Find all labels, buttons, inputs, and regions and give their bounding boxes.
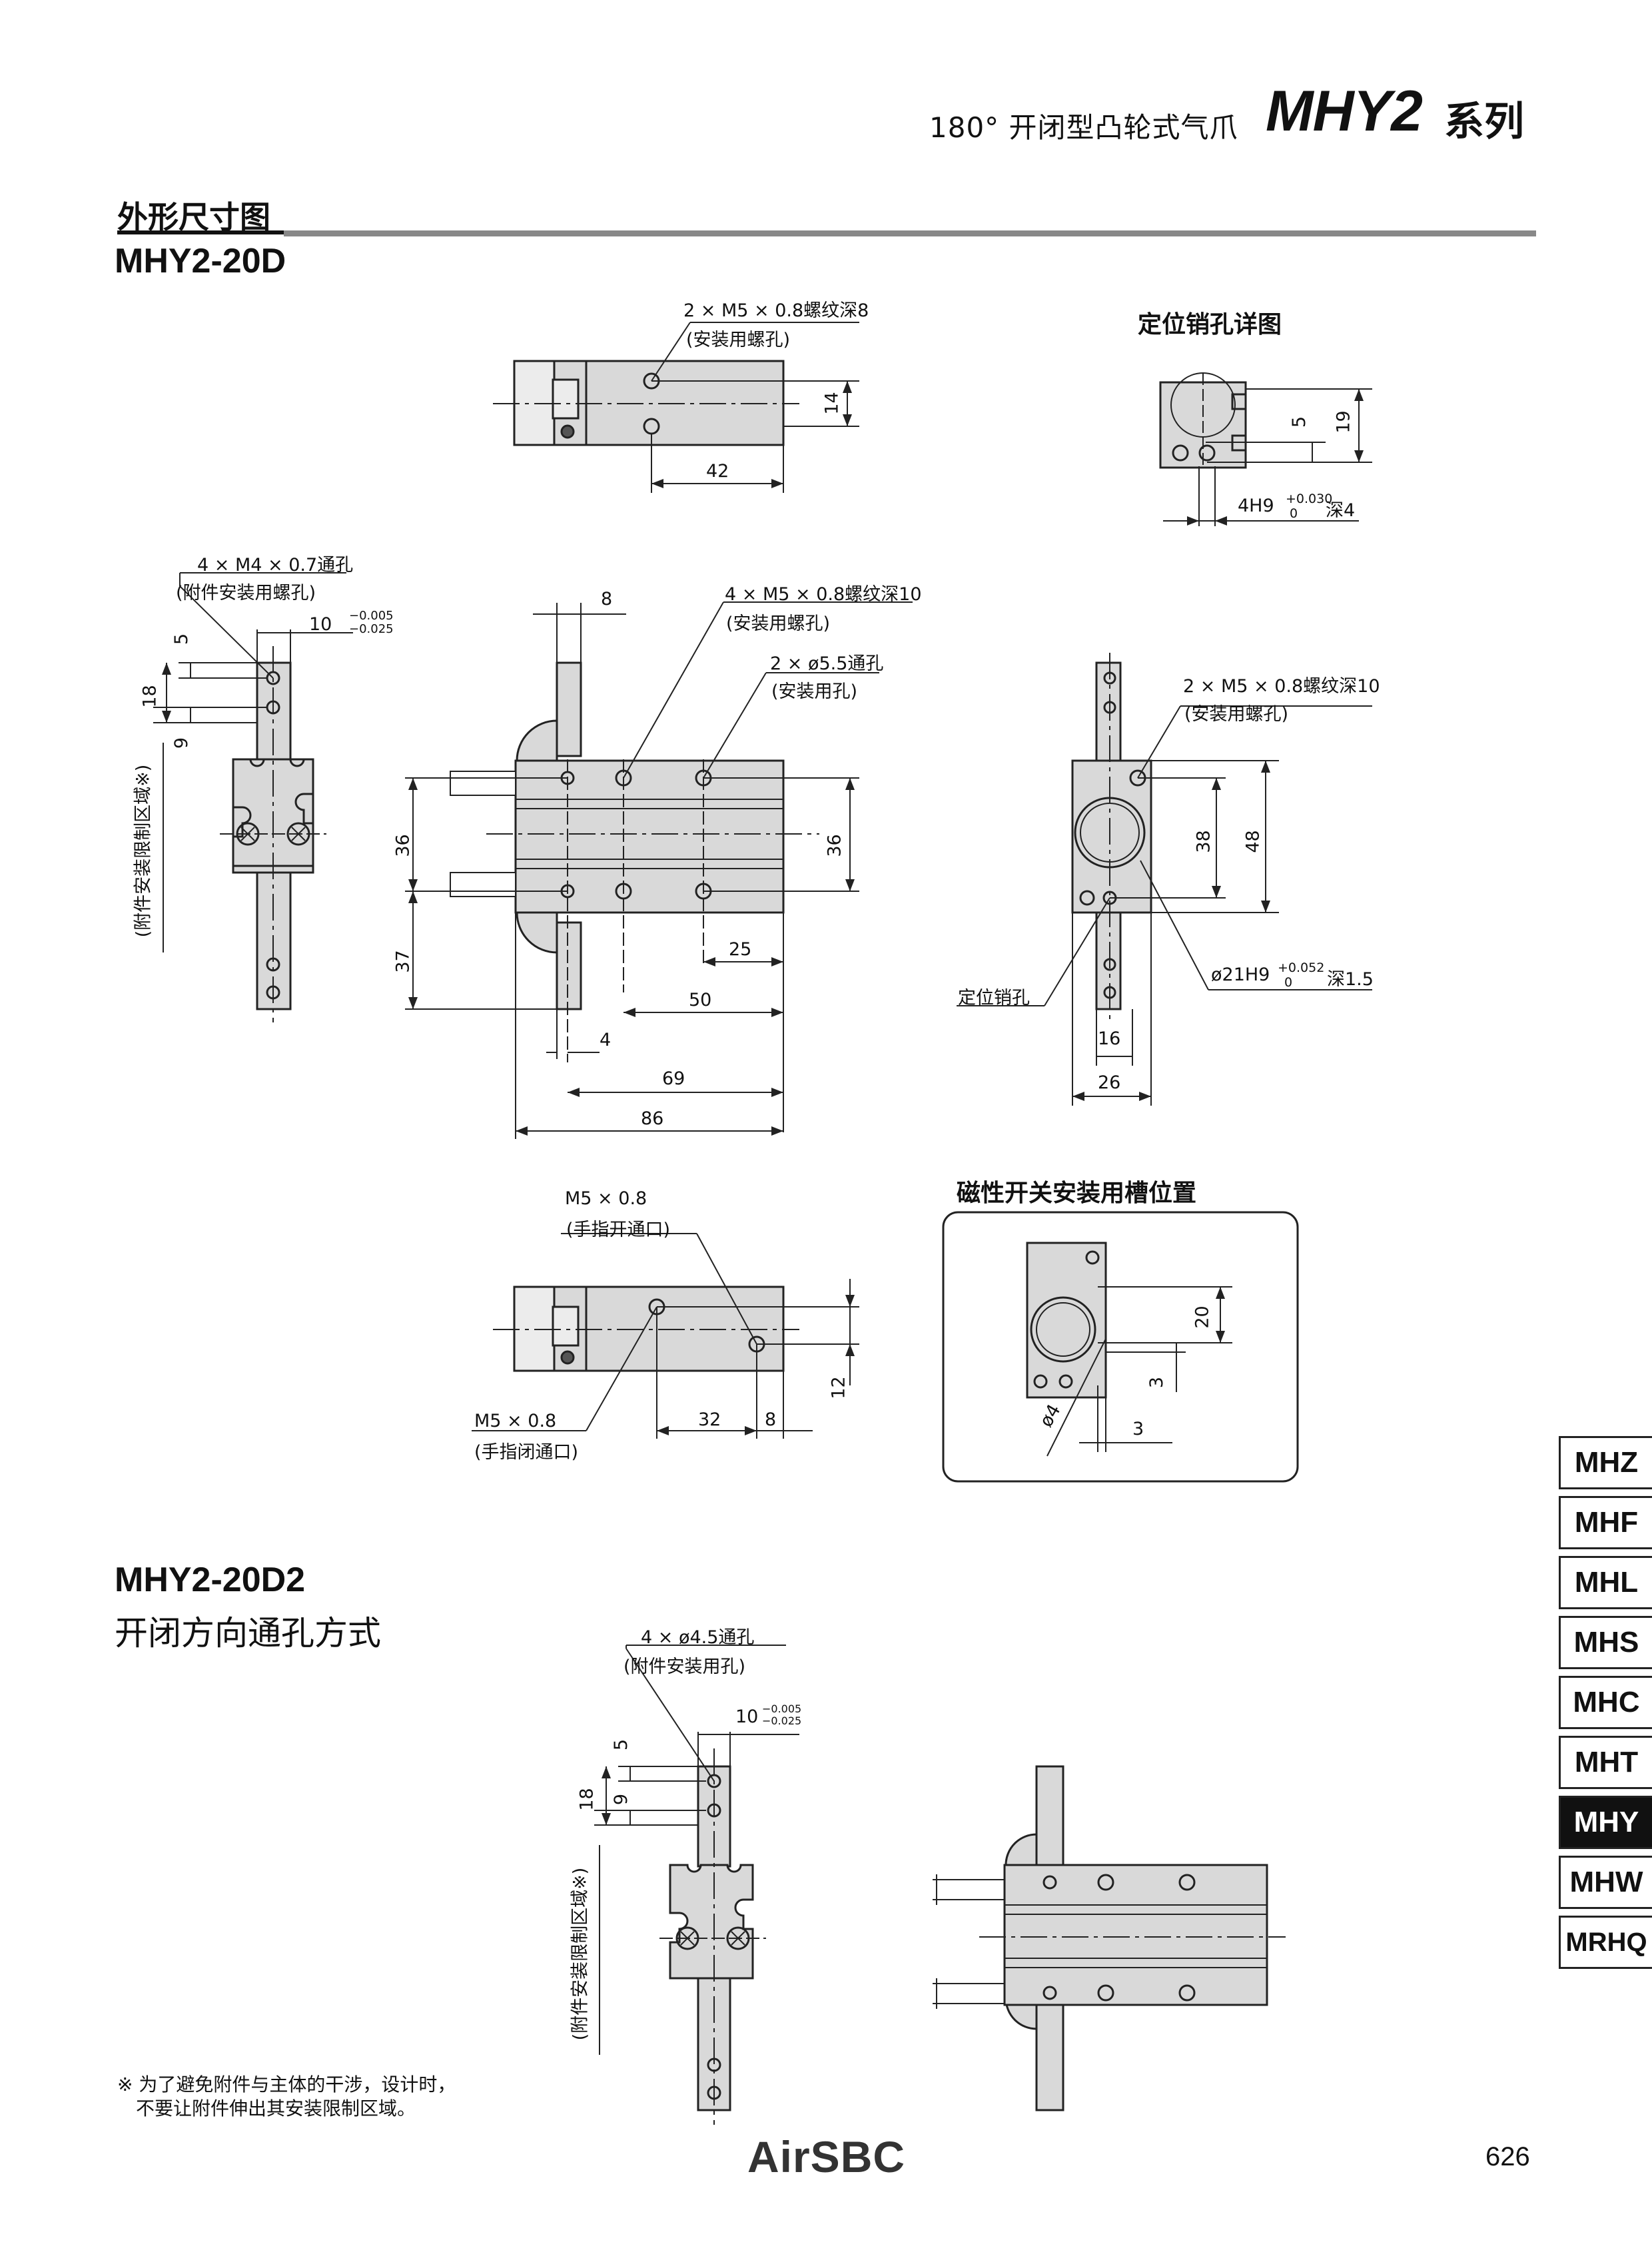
left-dim-10: 10 bbox=[309, 614, 332, 635]
switch-dim-3a: 3 bbox=[1146, 1376, 1168, 1389]
side-dim-16: 16 bbox=[1098, 1028, 1121, 1049]
left2-tol-upper: −0.005 bbox=[762, 1702, 802, 1715]
left-view-drawing bbox=[153, 572, 353, 1022]
section-rule bbox=[284, 230, 1536, 236]
left-tol-upper: −0.005 bbox=[349, 609, 394, 623]
section-title: 外形尺寸图 bbox=[117, 199, 270, 235]
left-zone-label: (附件安装限制区域※) bbox=[133, 764, 154, 938]
pin-detail-drawing bbox=[1159, 372, 1372, 526]
side-callout-thread: 2 × M5 × 0.8螺纹深10 bbox=[1183, 676, 1380, 697]
left-tol-lower: −0.025 bbox=[349, 622, 394, 636]
brand-logo: AirSBC bbox=[747, 2132, 906, 2181]
front-dim-25: 25 bbox=[729, 939, 752, 960]
left2-dim-5: 5 bbox=[611, 1738, 632, 1751]
side-bore-tol-lower: 0 bbox=[1284, 975, 1293, 990]
front-dim-86: 86 bbox=[641, 1108, 664, 1129]
side-bore-label: ø21H9 bbox=[1211, 964, 1270, 985]
left-view-2-drawing bbox=[594, 1645, 799, 2125]
side-bore-tol-upper: +0.052 bbox=[1278, 960, 1325, 975]
front-view-2-drawing bbox=[933, 1765, 1286, 2111]
pin-dim-4h9: 4H9 bbox=[1238, 496, 1274, 516]
left2-callout-purpose: (附件安装用孔) bbox=[623, 1657, 746, 1677]
front-dim-69: 69 bbox=[662, 1068, 685, 1089]
switch-dim-20: 20 bbox=[1192, 1306, 1213, 1329]
left2-tol-lower: −0.025 bbox=[762, 1714, 802, 1727]
port-open-label: (手指开通口) bbox=[566, 1220, 671, 1240]
side-tab-mhz[interactable]: MHZ bbox=[1559, 1436, 1652, 1489]
pin-dim-5: 5 bbox=[1289, 416, 1310, 428]
pin-depth: 深4 bbox=[1326, 500, 1356, 521]
switch-dim-3b: 3 bbox=[1132, 1419, 1144, 1439]
front-callout-thread-purpose: (安装用螺孔) bbox=[726, 613, 831, 634]
port-view-drawing bbox=[472, 1233, 859, 1439]
left2-callout-hole: 4 × ø4.5通孔 bbox=[641, 1627, 755, 1648]
footnote-line1: ※ 为了避免附件与主体的干涉，设计时， bbox=[117, 2073, 456, 2095]
front-dim-50: 50 bbox=[689, 990, 712, 1010]
pin-tol-upper: +0.030 bbox=[1286, 492, 1333, 506]
top-callout-purpose: (安装用螺孔) bbox=[686, 330, 791, 350]
left2-dim-9: 9 bbox=[611, 1793, 632, 1806]
left-dim-18: 18 bbox=[139, 685, 161, 708]
front-dim-37: 37 bbox=[392, 950, 414, 973]
front-dim-4: 4 bbox=[600, 1030, 612, 1050]
side-tab-mrhq[interactable]: MRHQ bbox=[1559, 1916, 1652, 1969]
header-model: MHY2 bbox=[1266, 79, 1423, 143]
front-callout-hole: 2 × ø5.5通孔 bbox=[770, 653, 884, 674]
side-tab-mhy[interactable]: MHY bbox=[1559, 1796, 1652, 1849]
side-callout-purpose: (安装用螺孔) bbox=[1184, 704, 1289, 725]
side-dim-48: 48 bbox=[1242, 830, 1264, 853]
side-tab-mhw[interactable]: MHW bbox=[1559, 1856, 1652, 1909]
top-callout-thread: 2 × M5 × 0.8螺纹深8 bbox=[683, 300, 869, 321]
top-dim-14: 14 bbox=[821, 392, 843, 415]
front-callout-hole-purpose: (安装用孔) bbox=[771, 681, 858, 702]
top-view-drawing bbox=[493, 322, 859, 493]
side-dim-26: 26 bbox=[1098, 1072, 1121, 1093]
side-tab-mhc[interactable]: MHC bbox=[1559, 1676, 1652, 1729]
footnote-line2: 不要让附件伸出其安装限制区域。 bbox=[136, 2097, 416, 2119]
section-title-underline bbox=[117, 230, 284, 234]
side-tab-mht[interactable]: MHT bbox=[1559, 1736, 1652, 1789]
front-dim-36-left: 36 bbox=[392, 834, 414, 857]
left-callout-purpose: (附件安装用螺孔) bbox=[176, 583, 316, 603]
left2-dim-10: 10 bbox=[735, 1706, 759, 1727]
top-dim-42: 42 bbox=[706, 461, 729, 482]
left-dim-5: 5 bbox=[171, 633, 193, 645]
front-view-drawing bbox=[405, 601, 913, 1139]
front-dim-8: 8 bbox=[601, 589, 613, 609]
pin-tol-lower: 0 bbox=[1290, 506, 1298, 521]
left-dim-9: 9 bbox=[171, 737, 193, 749]
side-dim-38: 38 bbox=[1193, 830, 1214, 853]
pin-detail-title: 定位销孔详图 bbox=[1138, 311, 1282, 338]
header-series: 系列 bbox=[1444, 99, 1524, 145]
left-callout-thread: 4 × M4 × 0.7通孔 bbox=[197, 555, 354, 575]
side-view-drawing bbox=[957, 653, 1372, 1106]
front-dim-36-right: 36 bbox=[824, 834, 845, 857]
switch-slot-title: 磁性开关安装用槽位置 bbox=[957, 1180, 1197, 1207]
switch-slot-drawing bbox=[942, 1211, 1299, 1483]
side-pin-label: 定位销孔 bbox=[958, 988, 1030, 1008]
pin-dim-19: 19 bbox=[1333, 410, 1354, 434]
port-dim-32: 32 bbox=[698, 1409, 721, 1430]
header-subtitle: 180° 开闭型凸轮式气爪 bbox=[929, 111, 1238, 144]
front-callout-thread: 4 × M5 × 0.8螺纹深10 bbox=[725, 584, 922, 605]
side-tab-mhs[interactable]: MHS bbox=[1559, 1616, 1652, 1669]
port-open-thread: M5 × 0.8 bbox=[565, 1188, 647, 1209]
left2-zone-label: (附件安装限制区域※) bbox=[570, 1867, 591, 2041]
page-number: 626 bbox=[1485, 2142, 1530, 2171]
port-close-thread: M5 × 0.8 bbox=[474, 1411, 557, 1431]
port-dim-12: 12 bbox=[828, 1376, 849, 1399]
port-dim-8: 8 bbox=[765, 1409, 777, 1430]
left2-dim-18: 18 bbox=[576, 1788, 598, 1811]
model2-title: MHY2-20D2 bbox=[115, 1561, 306, 1599]
model1-title: MHY2-20D bbox=[115, 242, 286, 280]
side-tab-mhl[interactable]: MHL bbox=[1559, 1556, 1652, 1609]
side-tab-mhf[interactable]: MHF bbox=[1559, 1496, 1652, 1549]
side-bore-depth: 深1.5 bbox=[1327, 969, 1374, 990]
model2-subtitle: 开闭方向通孔方式 bbox=[115, 1614, 381, 1653]
port-close-label: (手指闭通口) bbox=[474, 1442, 579, 1463]
